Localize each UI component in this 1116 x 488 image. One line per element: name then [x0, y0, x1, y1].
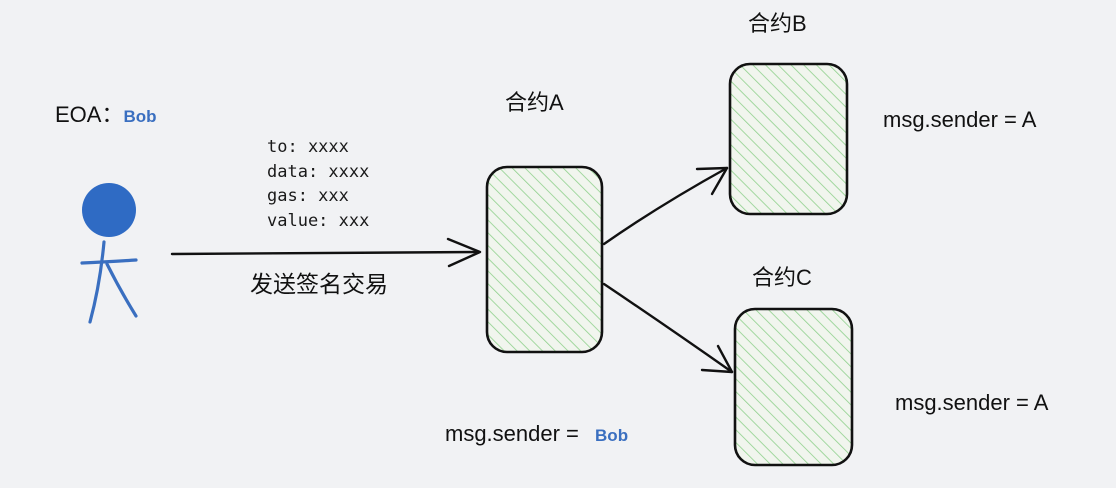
tx-field-to: to: xxxx [267, 137, 349, 157]
eoa-name: Bob [123, 107, 157, 126]
contract-b-sender: msg.sender = A [883, 107, 1037, 132]
contract-a-sender-label: msg.sender = [445, 421, 579, 446]
contract-c-title: 合约C [752, 265, 812, 290]
tx-field-data: data: xxxx [267, 161, 370, 182]
transaction-arrow [170, 237, 482, 268]
contract-a-title: 合约A [505, 90, 564, 115]
eoa-prefix: EOA： [55, 102, 124, 127]
contract-c-box [733, 307, 854, 467]
transaction-fields: to: xxxx data: xxxx gas: xxx value: xxx [267, 135, 369, 233]
eoa-label: EOA：Bob [55, 104, 157, 126]
contract-a-sender: msg.sender = Bob [445, 423, 628, 445]
arrow-a-to-c [602, 282, 734, 374]
contract-a-sender-value: Bob [595, 426, 629, 445]
contract-b-title: 合约B [748, 11, 807, 36]
transaction-caption: 发送签名交易 [250, 271, 388, 297]
contract-b-box [728, 62, 849, 216]
person-icon [80, 183, 138, 324]
contract-c-sender: msg.sender = A [895, 390, 1049, 415]
tx-field-value: value: xxx [267, 210, 370, 231]
arrow-a-to-b [602, 166, 729, 246]
contract-a-box [485, 165, 604, 354]
tx-field-gas: gas: xxx [267, 186, 349, 206]
